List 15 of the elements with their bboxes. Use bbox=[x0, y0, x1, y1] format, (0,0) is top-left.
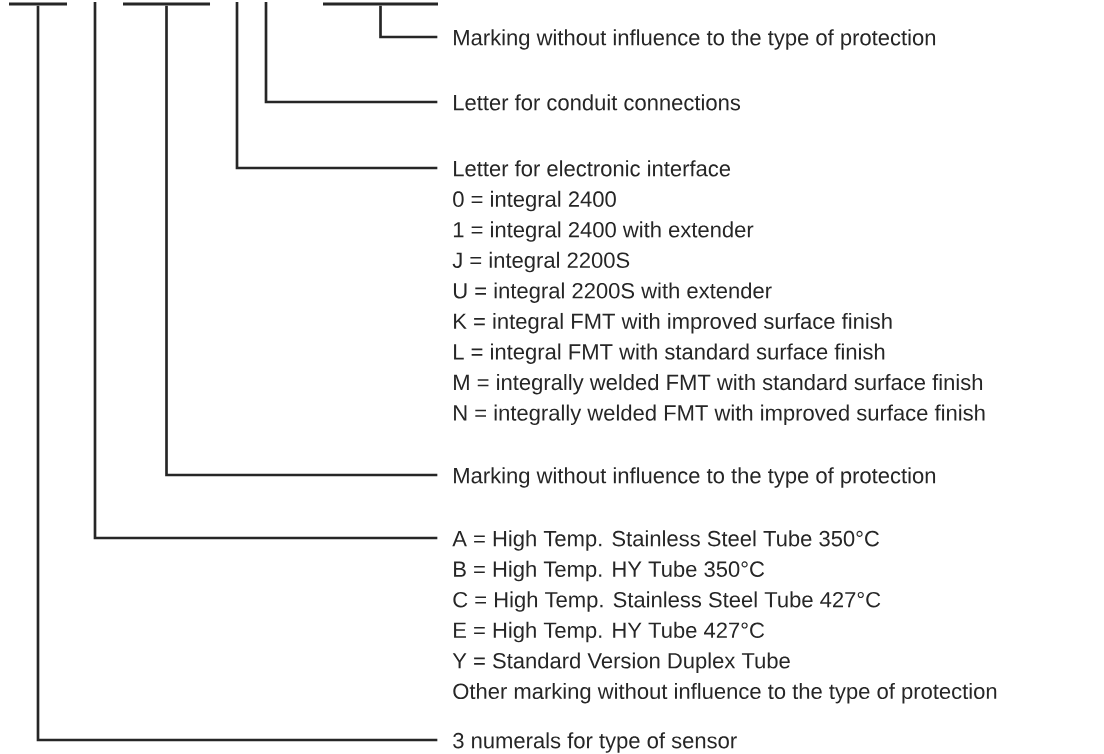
leader-line bbox=[235, 2, 438, 170]
leader-line bbox=[165, 5, 438, 477]
legend-text: 3 numerals for type of sensor bbox=[453, 732, 737, 753]
leader-line bbox=[264, 2, 438, 104]
code-segment-bar bbox=[123, 2, 210, 6]
leader-line bbox=[36, 5, 438, 742]
legend-text: Marking without influence to the type of protection bbox=[454, 29, 936, 50]
legend-text: Marking without influence to the type of protection bbox=[454, 467, 936, 488]
legend-text: Letter for conduit connections bbox=[454, 94, 741, 111]
code-segment-bar bbox=[323, 2, 438, 6]
legend-list: Letter for electronic interface 0 = integral 2400 1 = integral 2400 with extender J = integral 2200S U = integral 2200S with extender K = integral FMT with improved surface finish L = integral FMT with standard surface finish M = integrally welded FMT with standard surface finish N = integrally welded FMT with improved surface finish bbox=[452, 160, 985, 426]
code-segment-bar bbox=[9, 2, 67, 6]
legend-list: A = High Temp. Stainless Steel Tube 350°C B = High Temp. HY Tube 350°C C = High Temp. Stainless Steel Tube 427°C E = High Temp. HY Tube 427°C Y = Standard Version Duplex Tube Other marking without influence to the type of protection bbox=[452, 530, 997, 704]
leader-line bbox=[93, 2, 438, 540]
leader-line bbox=[379, 5, 438, 39]
